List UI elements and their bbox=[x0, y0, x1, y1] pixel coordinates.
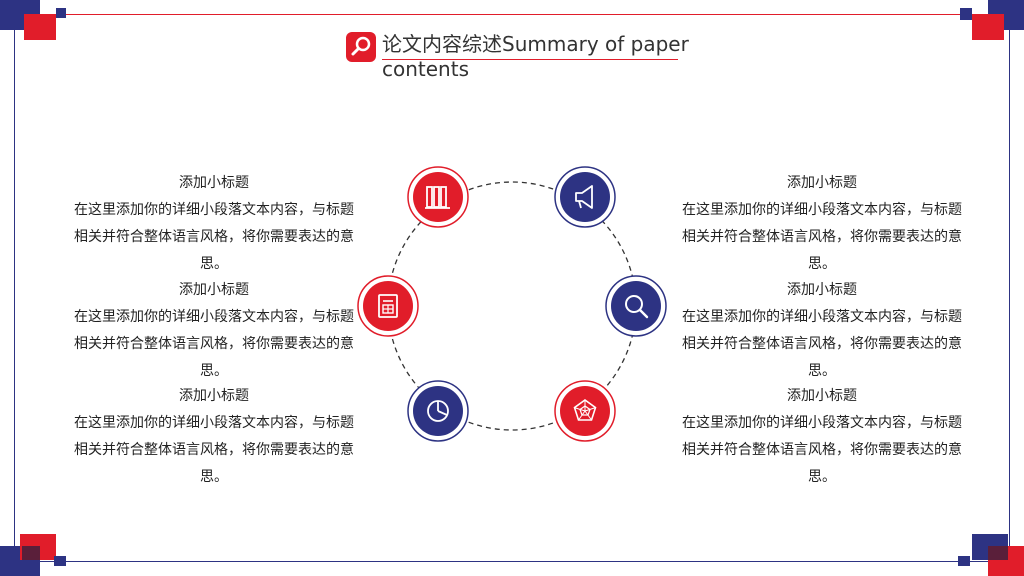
subheading: 添加小标题 bbox=[787, 388, 857, 404]
corner-square-bl-dark bbox=[22, 546, 40, 560]
document-icon bbox=[357, 275, 419, 337]
frame-right-line bbox=[1009, 14, 1010, 562]
subheading: 添加小标题 bbox=[179, 175, 249, 191]
corner-square-tl-red bbox=[24, 14, 56, 40]
frame-bottom-line bbox=[14, 561, 1010, 562]
right-text-block-2: 添加小标题 在这里添加你的详细小段落文本内容，与标题相关并符合整体语言风格，将你… bbox=[682, 277, 962, 385]
magnifier-icon bbox=[605, 275, 667, 337]
corner-square-tl-small bbox=[56, 8, 66, 18]
corner-square-br-small bbox=[958, 556, 970, 566]
subheading: 添加小标题 bbox=[179, 282, 249, 298]
left-text-block-2: 添加小标题 在这里添加你的详细小段落文本内容，与标题相关并符合整体语言风格，将你… bbox=[74, 277, 354, 385]
corner-square-tr-small bbox=[960, 8, 972, 20]
paragraph: 在这里添加你的详细小段落文本内容，与标题相关并符合整体语言风格，将你需要表达的意… bbox=[74, 309, 354, 379]
corner-square-tr-red bbox=[972, 14, 1004, 40]
paragraph: 在这里添加你的详细小段落文本内容，与标题相关并符合整体语言风格，将你需要表达的意… bbox=[74, 415, 354, 485]
subheading: 添加小标题 bbox=[179, 388, 249, 404]
paragraph: 在这里添加你的详细小段落文本内容，与标题相关并符合整体语言风格，将你需要表达的意… bbox=[682, 309, 962, 379]
title-underline bbox=[382, 59, 678, 60]
paragraph: 在这里添加你的详细小段落文本内容，与标题相关并符合整体语言风格，将你需要表达的意… bbox=[74, 202, 354, 272]
paragraph: 在这里添加你的详细小段落文本内容，与标题相关并符合整体语言风格，将你需要表达的意… bbox=[682, 415, 962, 485]
left-text-block-3: 添加小标题 在这里添加你的详细小段落文本内容，与标题相关并符合整体语言风格，将你… bbox=[74, 383, 354, 491]
search-icon bbox=[346, 32, 376, 62]
subheading: 添加小标题 bbox=[787, 282, 857, 298]
subheading: 添加小标题 bbox=[787, 175, 857, 191]
corner-square-bl-small bbox=[54, 556, 66, 566]
page-title: 论文内容综述Summary of paper contents bbox=[382, 32, 689, 81]
paragraph: 在这里添加你的详细小段落文本内容，与标题相关并符合整体语言风格，将你需要表达的意… bbox=[682, 202, 962, 272]
books-icon bbox=[407, 166, 469, 228]
left-text-block-1: 添加小标题 在这里添加你的详细小段落文本内容，与标题相关并符合整体语言风格，将你… bbox=[74, 170, 354, 278]
right-text-block-1: 添加小标题 在这里添加你的详细小段落文本内容，与标题相关并符合整体语言风格，将你… bbox=[682, 170, 962, 278]
frame-top-line bbox=[14, 14, 1010, 15]
megaphone-icon bbox=[554, 166, 616, 228]
right-text-block-3: 添加小标题 在这里添加你的详细小段落文本内容，与标题相关并符合整体语言风格，将你… bbox=[682, 383, 962, 491]
pie-chart-icon bbox=[407, 380, 469, 442]
pentagon-web-icon bbox=[554, 380, 616, 442]
corner-square-br-dark bbox=[988, 546, 1008, 560]
frame-left-line bbox=[14, 14, 15, 562]
